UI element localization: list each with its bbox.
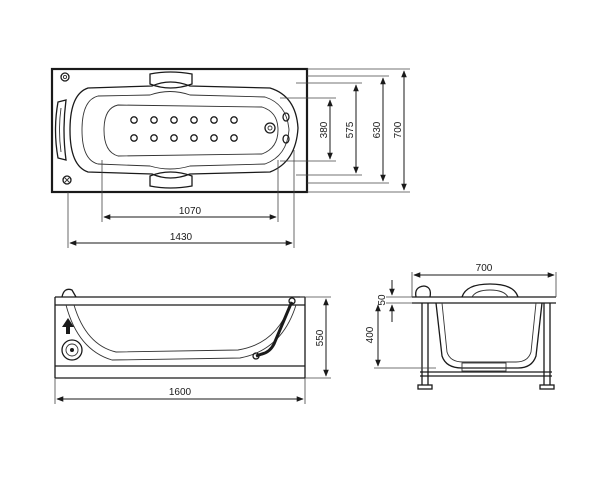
dim-label-50: 50 — [377, 294, 388, 306]
grab-handle-top — [149, 71, 193, 89]
side-view: 1600 550 — [54, 288, 331, 404]
drain-valve — [264, 122, 276, 134]
top-view: 1070 1430 380 575 630 700 — [50, 67, 410, 248]
drain-valve-inner — [267, 125, 273, 131]
massage-jets — [130, 116, 238, 142]
headrest-pillow — [54, 99, 67, 161]
side-basin-curve — [65, 304, 297, 361]
dim-label-550: 550 — [315, 329, 326, 346]
end-headrest-detail — [471, 289, 509, 298]
dim-label-400: 400 — [365, 326, 376, 343]
massage-jet — [190, 116, 198, 124]
control-knob — [60, 72, 70, 82]
massage-jet — [230, 116, 238, 124]
end-foot-left — [417, 384, 433, 390]
massage-jet — [170, 116, 178, 124]
massage-jet — [210, 134, 218, 142]
massage-jet — [150, 134, 158, 142]
side-basin-curve-inner — [73, 304, 291, 353]
side-pump-motor-hub — [70, 348, 74, 352]
dim-label-1070: 1070 — [179, 206, 202, 217]
massage-jet — [210, 116, 218, 124]
massage-jet — [190, 134, 198, 142]
side-pump-motor-inner — [65, 343, 79, 357]
massage-jet — [130, 116, 138, 124]
dim-label-630: 630 — [372, 121, 383, 138]
end-view: 700 50 400 — [365, 263, 557, 390]
dim-label-end-700: 700 — [476, 263, 493, 274]
dim-label-700-vertical: 700 — [393, 121, 404, 138]
massage-jet — [170, 134, 178, 142]
headrest-pillow-inner — [59, 107, 62, 153]
side-drain-outlet — [252, 352, 260, 360]
tub-basin-outline — [69, 81, 299, 179]
side-drain-head — [288, 297, 296, 305]
overflow-drain-cross — [63, 176, 71, 184]
end-pump-unit — [461, 362, 507, 372]
end-headrest — [461, 283, 519, 298]
end-spout — [415, 285, 432, 298]
end-foot-right — [539, 384, 555, 390]
control-knob-inner — [62, 74, 68, 80]
side-drain-pipe — [255, 301, 294, 358]
side-jet-upper — [282, 112, 290, 122]
end-tub-bowl-inner — [441, 302, 537, 363]
side-up-arrow — [62, 318, 74, 334]
side-pump-motor — [61, 339, 83, 361]
top-view-outer-frame — [50, 67, 309, 194]
dim-label-380: 380 — [319, 121, 330, 138]
side-headrest — [61, 288, 77, 298]
massage-jet — [130, 134, 138, 142]
side-jet-lower — [282, 134, 290, 144]
massage-jet — [230, 134, 238, 142]
overflow-drain — [62, 175, 72, 185]
end-tub-bowl — [435, 302, 543, 369]
grab-handle-bottom — [149, 171, 193, 189]
dim-label-1600: 1600 — [169, 387, 192, 398]
massage-jet — [150, 116, 158, 124]
tub-basin-inner-outline — [81, 91, 290, 170]
dim-label-575: 575 — [345, 121, 356, 138]
dim-label-1430: 1430 — [170, 232, 193, 243]
basin-floor — [103, 104, 279, 157]
